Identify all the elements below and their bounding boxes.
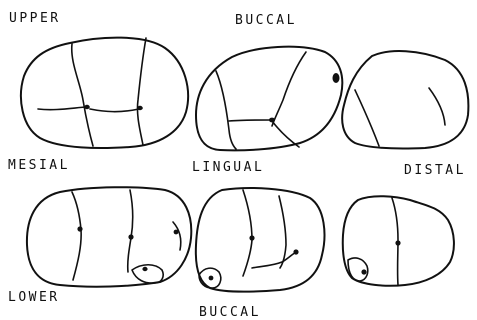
upper-tooth-1-outline xyxy=(21,38,188,148)
lower-tooth-1-outline xyxy=(27,187,191,286)
upper-tooth-1 xyxy=(21,38,188,148)
upper-tooth-3-outline xyxy=(342,51,468,148)
lower-tooth-2-outline xyxy=(196,188,325,292)
lower-tooth-2 xyxy=(196,188,325,292)
lower-tooth-3 xyxy=(343,196,454,286)
upper-tooth-2-outline xyxy=(196,47,342,151)
upper-tooth-2 xyxy=(196,47,342,151)
lower-tooth-1 xyxy=(27,187,191,286)
upper-tooth-3 xyxy=(342,51,468,148)
